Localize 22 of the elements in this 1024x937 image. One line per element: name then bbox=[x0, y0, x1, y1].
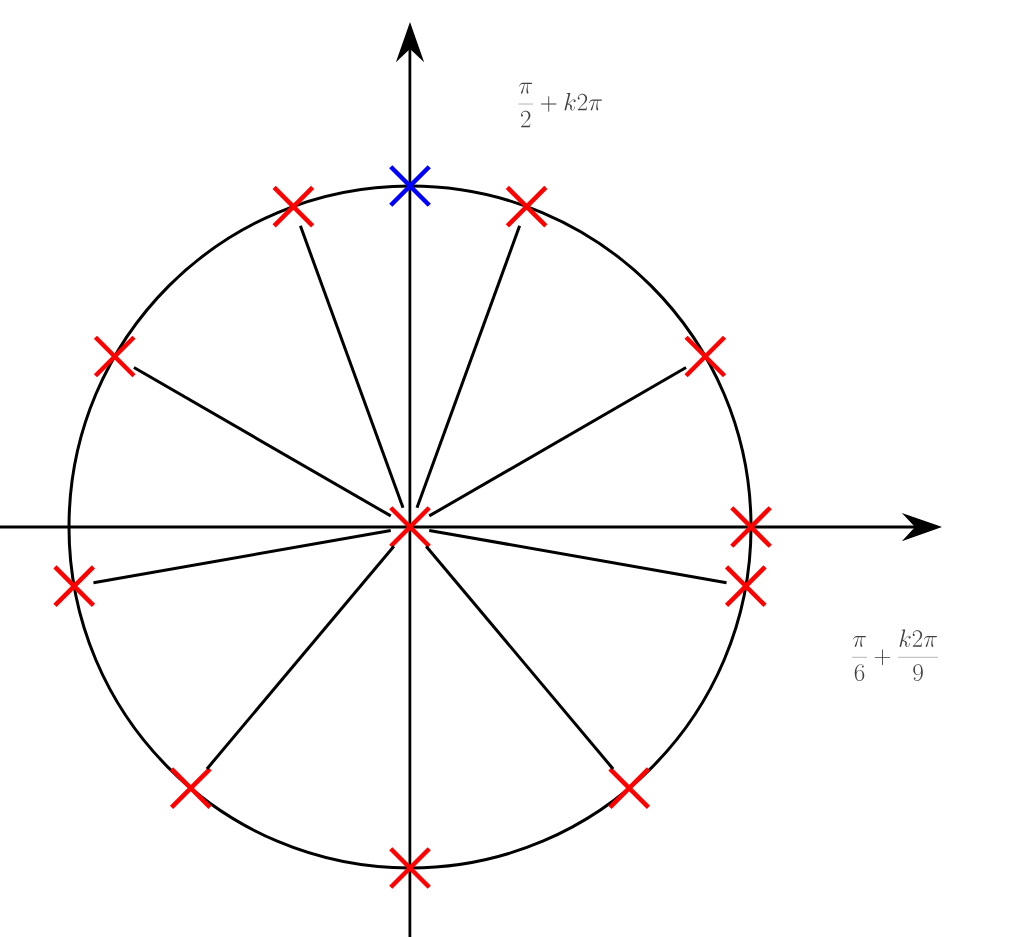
cross-mark bbox=[169, 766, 213, 810]
radius-line bbox=[93, 528, 391, 585]
cross-mark bbox=[271, 185, 315, 229]
cross-mark bbox=[729, 505, 773, 549]
radius-line bbox=[205, 545, 396, 770]
cross-mark bbox=[683, 335, 727, 378]
radius-line bbox=[428, 366, 687, 518]
cross-mark bbox=[505, 185, 549, 229]
cross-mark bbox=[93, 335, 137, 378]
cross-mark bbox=[607, 766, 651, 810]
angle-formula: $\frac{\pi}{6}+\frac{k2\pi}{9}$ bbox=[852, 629, 938, 681]
radius-line bbox=[299, 225, 405, 509]
radius-line bbox=[424, 545, 615, 770]
cross-mark bbox=[388, 846, 432, 890]
radius-line bbox=[415, 225, 522, 509]
cross-mark bbox=[724, 564, 768, 608]
radius-line bbox=[133, 366, 392, 518]
cross-mark bbox=[388, 505, 432, 549]
angle-formula: $\frac{\pi}{2}+k2\pi$ bbox=[518, 82, 602, 128]
cross-mark bbox=[388, 164, 432, 208]
radius-line bbox=[429, 528, 727, 585]
cross-mark bbox=[52, 564, 96, 608]
